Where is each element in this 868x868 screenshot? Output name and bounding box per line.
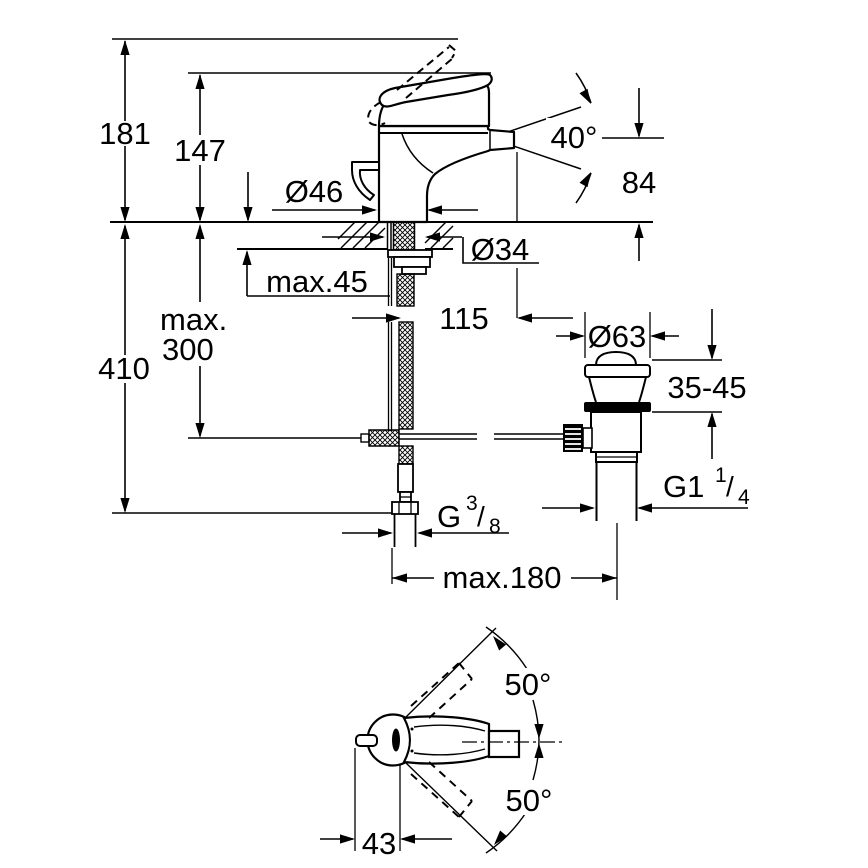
dim-hose-depth: 410 bbox=[98, 351, 150, 386]
handle-swivel-dashed bbox=[410, 662, 473, 818]
dim-deck-thickness: max.45 bbox=[266, 264, 368, 299]
faucet-front-view bbox=[351, 44, 516, 224]
dim-swivel-lower: 50° bbox=[506, 783, 553, 818]
waste-lever-knob bbox=[563, 424, 583, 452]
handle-end-cap bbox=[487, 729, 521, 759]
dim-waste-diameter: Ø63 bbox=[588, 319, 647, 354]
mounting-washer bbox=[387, 249, 433, 258]
dim-lever-height: 147 bbox=[174, 133, 226, 168]
mounting-nut bbox=[393, 256, 431, 268]
waste-flange bbox=[584, 364, 651, 378]
handle-top-view bbox=[355, 626, 562, 854]
dim-total-height: 181 bbox=[99, 116, 151, 151]
dim-hole-diameter: Ø34 bbox=[471, 232, 530, 267]
dim-body-diameter: Ø46 bbox=[285, 174, 344, 209]
waste-linkage-rod bbox=[399, 433, 563, 440]
threaded-shank bbox=[392, 221, 416, 251]
hose-connection-nut bbox=[391, 501, 419, 515]
rod-knob-top bbox=[355, 734, 378, 747]
label-backings bbox=[436, 118, 602, 815]
dim-swivel-upper: 50° bbox=[505, 667, 552, 702]
faucet-body bbox=[377, 124, 516, 224]
dim-spout-reach: 115 bbox=[439, 301, 488, 336]
braided-hose bbox=[396, 273, 415, 307]
dim-handle-offset: 43 bbox=[362, 826, 396, 861]
dimension-labels: 181 147 Ø46 40° 84 Ø34 max.45 max. 300 4… bbox=[98, 116, 747, 861]
pop-up-waste-assembly bbox=[563, 350, 651, 521]
pop-up-pull-rod bbox=[387, 258, 393, 431]
lever-raised-dashed bbox=[367, 44, 457, 127]
dim-spray-angle: 40° bbox=[551, 120, 598, 155]
dim-waste-thread: G1 1 / 4 bbox=[663, 464, 750, 509]
waste-thread-base: G1 bbox=[663, 469, 704, 504]
supply-thread-base: G bbox=[437, 499, 461, 534]
waste-thread-sub: 4 bbox=[738, 486, 750, 509]
waste-thread-sup: 1 bbox=[715, 464, 727, 487]
waste-thread-slash: / bbox=[726, 471, 734, 502]
rod-clamp-fitting bbox=[368, 429, 400, 447]
supply-thread-sup: 3 bbox=[466, 492, 478, 515]
dim-rod-depth-value: 300 bbox=[162, 332, 214, 367]
waste-body bbox=[590, 411, 642, 453]
waste-plug-cap bbox=[595, 350, 637, 366]
supply-hose-and-rod bbox=[360, 221, 563, 547]
handle-body-top bbox=[402, 715, 491, 765]
dim-spout-height: 84 bbox=[622, 165, 656, 200]
dim-supply-thread: G 3 / 8 bbox=[437, 492, 501, 538]
pull-rod-knob bbox=[351, 161, 380, 201]
waste-seal-ring bbox=[584, 402, 651, 412]
dim-waste-deck-range: 35-45 bbox=[667, 370, 746, 405]
dim-max-reach: max.180 bbox=[443, 560, 562, 595]
lever-handle bbox=[378, 73, 493, 108]
dimension-lines bbox=[110, 38, 748, 851]
supply-thread-sub: 8 bbox=[489, 515, 501, 538]
dim-rod-depth-max: max. bbox=[160, 302, 227, 337]
supply-thread-slash: / bbox=[477, 501, 485, 532]
